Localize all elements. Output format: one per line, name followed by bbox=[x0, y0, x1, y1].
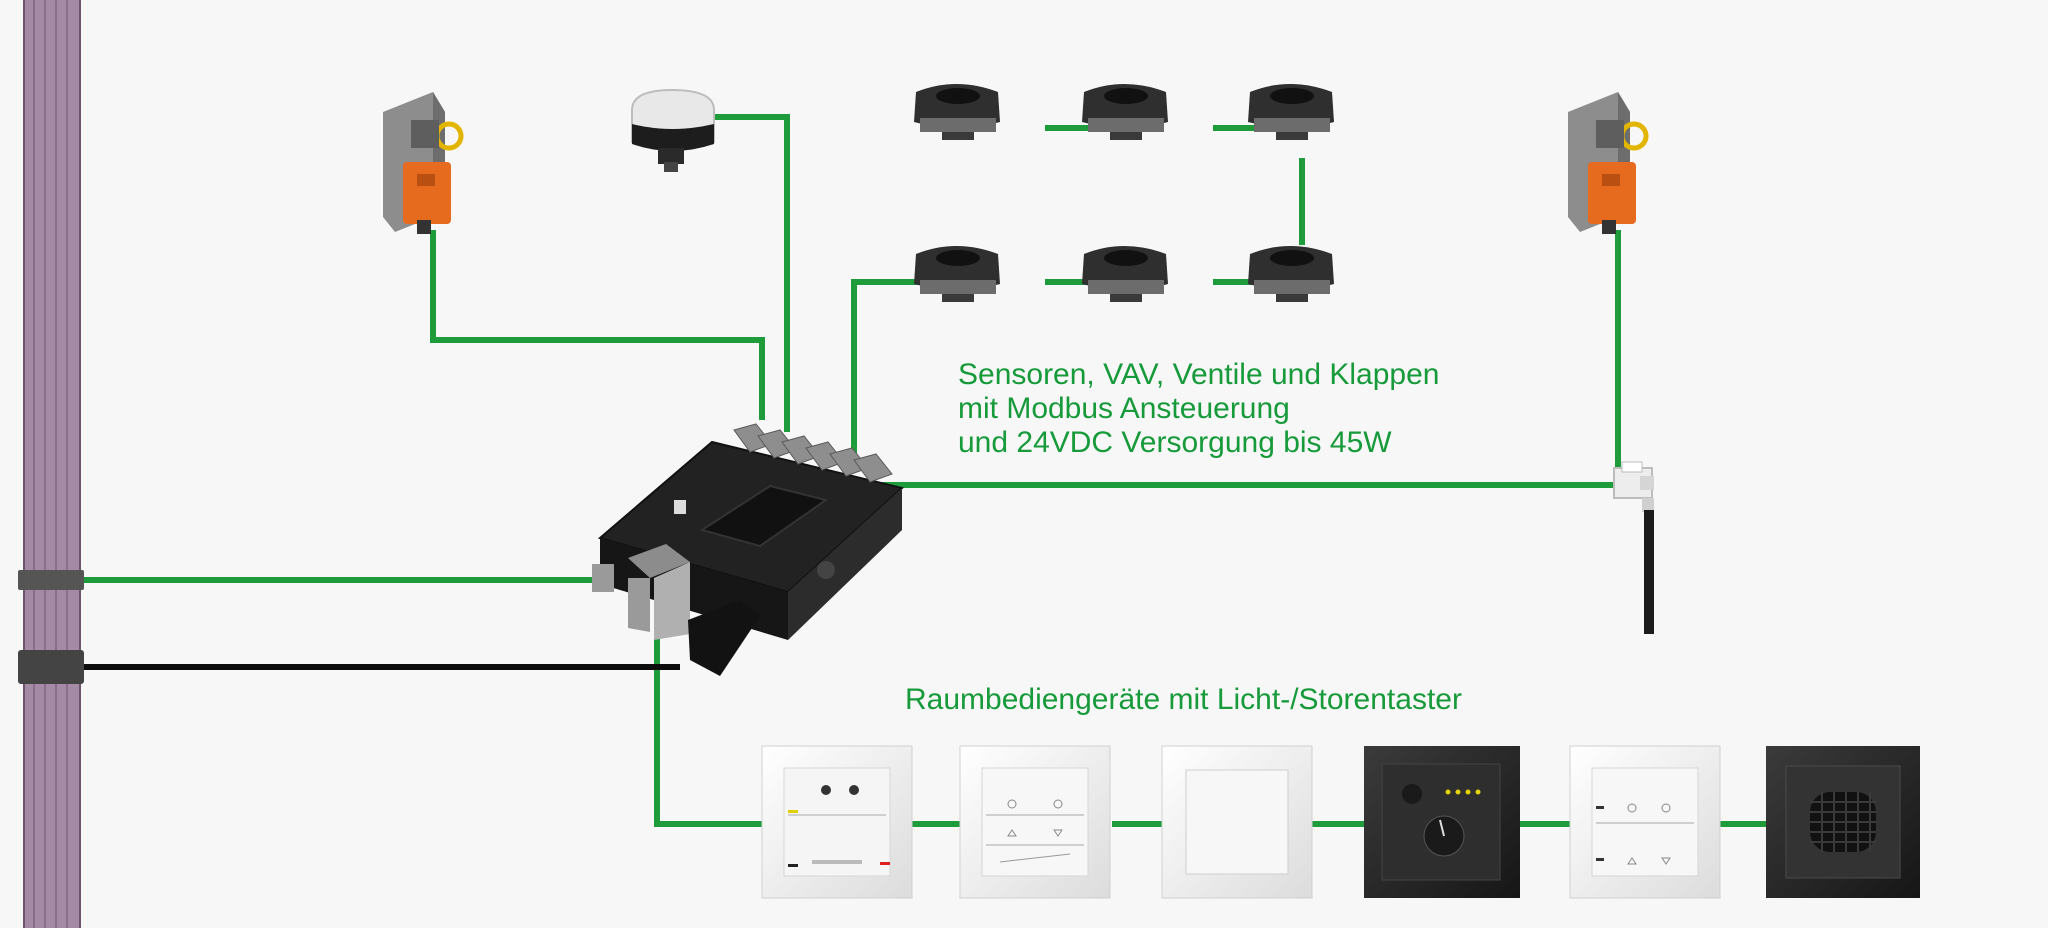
duct-sensor-icon bbox=[1613, 461, 1654, 634]
vav-sensor-icon bbox=[914, 246, 1000, 302]
vav-sensor-icons bbox=[914, 84, 1334, 302]
vav-sensor-icon bbox=[1082, 246, 1168, 302]
room-panel-light-icon bbox=[761, 745, 913, 899]
vav-sensor-icon bbox=[1248, 84, 1334, 140]
modbus-label-line: Sensoren, VAV, Ventile und Klappen bbox=[958, 358, 1440, 391]
room-panel-blinds-icon bbox=[959, 745, 1111, 899]
room-panels-label: Raumbediengeräte mit Licht-/Storentaster bbox=[905, 683, 1462, 716]
cable-valve bbox=[682, 114, 790, 432]
room-panel-thermostat-icon bbox=[1364, 746, 1520, 898]
modbus-label-line: und 24VDC Versorgung bis 45W bbox=[958, 426, 1392, 459]
modbus-label-line: mit Modbus Ansteuerung bbox=[958, 392, 1290, 425]
room-panel-speaker-icon bbox=[1766, 746, 1920, 898]
vav-sensor-icon bbox=[1248, 246, 1334, 302]
modbus-devices-label: Sensoren, VAV, Ventile und Klappen mit M… bbox=[958, 357, 1439, 459]
damper-actuator-left-icon bbox=[383, 92, 464, 234]
vav-sensor-icon bbox=[1082, 84, 1168, 140]
cable-room-panels bbox=[654, 636, 1766, 827]
valve-actuator-icon bbox=[631, 88, 715, 172]
modbus-cables bbox=[80, 114, 1766, 827]
vav-sensor-icon bbox=[914, 84, 1000, 140]
room-panel-blank-icon bbox=[1161, 745, 1313, 899]
room-panels bbox=[761, 745, 1920, 899]
room-controller-icon bbox=[592, 423, 905, 676]
damper-actuator-right-icon bbox=[1568, 92, 1649, 234]
cable-clamps bbox=[18, 570, 84, 684]
room-panel-blinds2-icon bbox=[1569, 745, 1721, 899]
cable-damper-left bbox=[430, 230, 765, 420]
conduit-riser bbox=[23, 0, 81, 928]
